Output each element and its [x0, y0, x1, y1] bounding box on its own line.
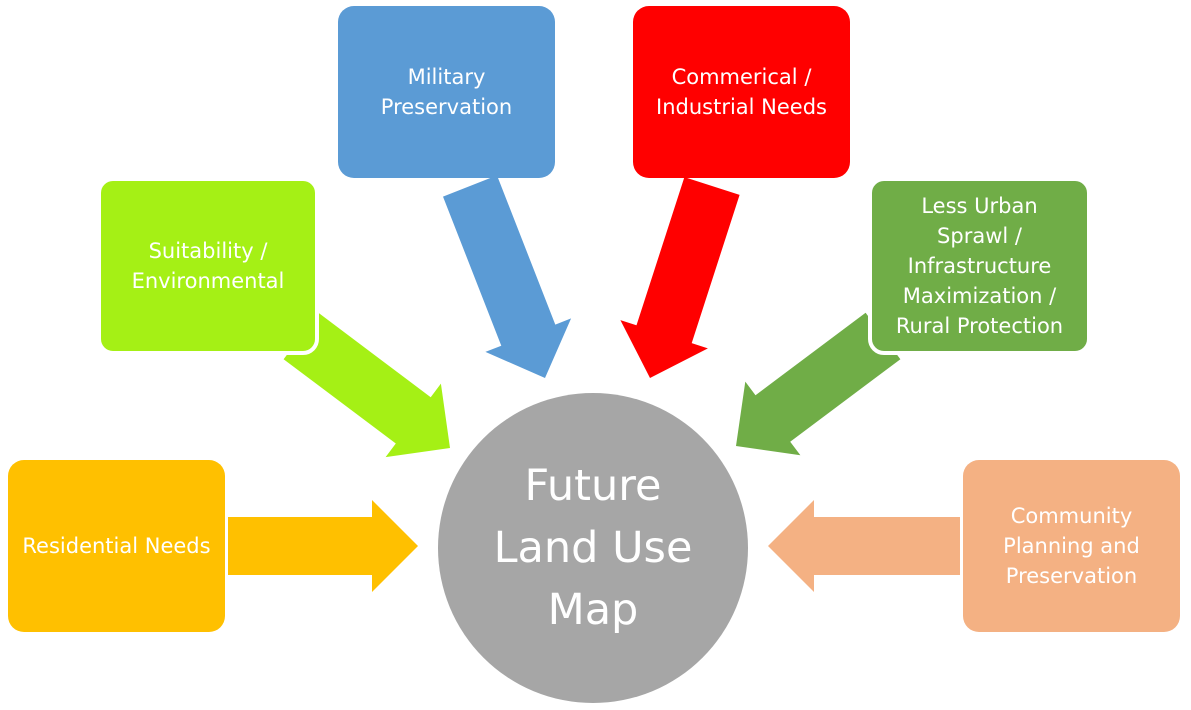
center-label: Future Land Use Map — [493, 461, 693, 635]
node-less-urban-sprawl: Less Urban Sprawl / Infrastructure Maxim… — [868, 177, 1091, 355]
arrow-urban — [736, 312, 901, 456]
arrow-community — [768, 500, 960, 592]
node-residential-needs: Residential Needs — [8, 460, 225, 632]
node-military-preservation: Military Preservation — [338, 6, 555, 178]
node-commercial-industrial-needs-label: Commerical / Industrial Needs — [656, 65, 827, 119]
node-commercial-industrial-needs: Commerical / Industrial Needs — [633, 6, 850, 178]
node-suitability-environmental-label: Suitability / Environmental — [131, 239, 285, 293]
node-community-planning-label: Community Planning and Preservation — [1003, 504, 1140, 588]
arrow-suitability — [283, 312, 450, 458]
node-less-urban-sprawl-label: Less Urban Sprawl / Infrastructure Maxim… — [895, 194, 1064, 338]
node-residential-needs-label: Residential Needs — [22, 534, 211, 558]
node-community-planning: Community Planning and Preservation — [963, 460, 1180, 632]
node-military-preservation-label: Military Preservation — [380, 65, 513, 119]
arrow-military — [443, 175, 572, 378]
arrow-residential — [228, 500, 418, 592]
node-suitability-environmental: Suitability / Environmental — [97, 177, 319, 355]
arrow-commercial — [620, 177, 740, 378]
center-future-land-use-map: Future Land Use Map — [438, 393, 748, 703]
